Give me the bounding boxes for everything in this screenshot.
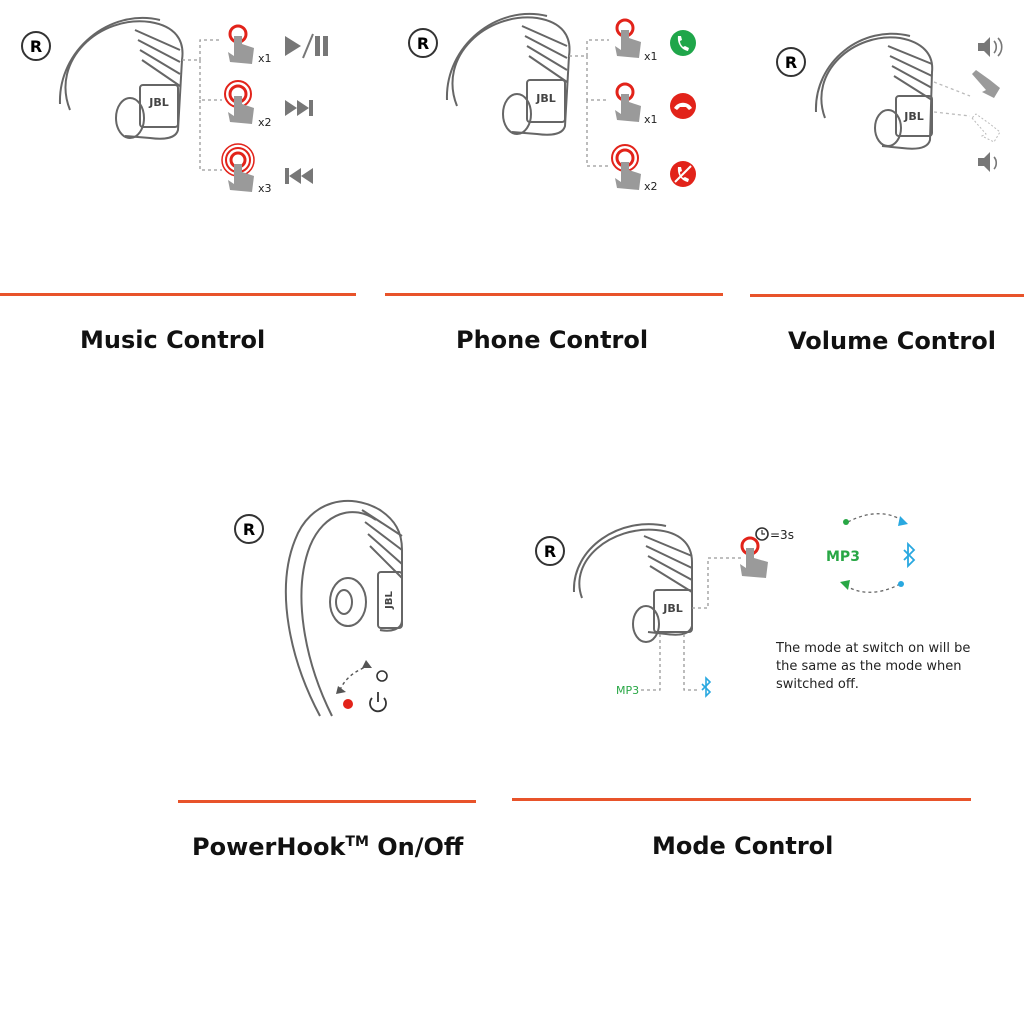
svg-text:x1: x1 bbox=[644, 50, 658, 63]
svg-text:JBL: JBL bbox=[535, 92, 556, 105]
right-side-badge: R bbox=[776, 47, 806, 77]
bluetooth-icon bbox=[903, 541, 916, 569]
svg-text:JBL: JBL bbox=[384, 591, 395, 610]
svg-text:R: R bbox=[544, 542, 556, 561]
powerhook-trademark: TM bbox=[345, 834, 369, 850]
hold-duration-label: =3s bbox=[770, 528, 794, 542]
svg-text:x1: x1 bbox=[258, 52, 272, 65]
svg-text:R: R bbox=[243, 520, 255, 539]
phone-control-panel: R JBL x1 x1 x2 bbox=[385, 0, 725, 280]
tap-twice-icon bbox=[224, 80, 254, 124]
previous-track-icon bbox=[285, 168, 313, 184]
on-position-dot bbox=[343, 699, 353, 709]
earbud-illustration bbox=[58, 17, 184, 140]
right-side-badge: R bbox=[21, 31, 51, 61]
music-control-diagram: R JBL x1 x2 x3 bbox=[21, 17, 328, 195]
tap-hold-icon bbox=[740, 536, 768, 578]
powerhook-panel: R JBL bbox=[220, 480, 440, 740]
earbud-illustration bbox=[572, 523, 693, 643]
play-pause-icon bbox=[285, 33, 328, 59]
powerhook-title: PowerHookTM On/Off bbox=[192, 833, 463, 861]
mode-mp3-label: MP3 bbox=[826, 549, 860, 565]
mode-persistence-note: The mode at switch on will be the same a… bbox=[776, 641, 971, 692]
mode-control-diagram: R JBL =3s MP3 bbox=[535, 513, 916, 698]
end-call-icon bbox=[670, 93, 696, 119]
next-track-icon bbox=[285, 100, 313, 116]
svg-text:R: R bbox=[785, 53, 797, 72]
powerhook-rule bbox=[178, 800, 476, 803]
volume-down-icon bbox=[978, 152, 998, 172]
volume-control-title: Volume Control bbox=[788, 327, 996, 355]
tap-twice-icon bbox=[611, 144, 641, 190]
powerhook-diagram: R JBL bbox=[234, 499, 403, 717]
tap-once-icon bbox=[228, 24, 254, 64]
svg-text:R: R bbox=[30, 37, 42, 56]
mp3-indicator-label: MP3 bbox=[616, 684, 639, 697]
right-side-badge: R bbox=[408, 28, 438, 58]
device-brand-label: JBL bbox=[148, 96, 169, 109]
svg-text:x2: x2 bbox=[258, 116, 272, 129]
svg-text:R: R bbox=[417, 34, 429, 53]
phone-control-rule bbox=[385, 293, 723, 296]
svg-text:x2: x2 bbox=[644, 180, 658, 193]
volume-control-panel: R JBL bbox=[750, 0, 1024, 280]
volume-up-icon bbox=[978, 37, 1003, 57]
power-icon bbox=[369, 692, 387, 713]
mode-control-rule bbox=[512, 798, 971, 801]
bluetooth-icon bbox=[701, 676, 712, 698]
svg-text:x1: x1 bbox=[644, 113, 658, 126]
tap-once-icon bbox=[615, 82, 641, 122]
music-control-panel: R JBL x1 x2 x3 bbox=[0, 0, 360, 280]
music-control-rule bbox=[0, 293, 356, 296]
phone-control-title: Phone Control bbox=[456, 326, 649, 354]
right-side-badge: R bbox=[234, 514, 264, 544]
earbud-illustration bbox=[445, 13, 571, 136]
off-position-dot bbox=[376, 670, 388, 682]
powerhook-title-main: PowerHook bbox=[192, 833, 346, 861]
phone-control-diagram: R JBL x1 x1 x2 bbox=[408, 13, 696, 193]
mode-cycle-diagram bbox=[840, 513, 908, 593]
tap-three-times-icon bbox=[221, 143, 255, 192]
music-control-title: Music Control bbox=[80, 326, 266, 354]
volume-control-rule bbox=[750, 294, 1024, 297]
volume-control-diagram: R JBL bbox=[776, 32, 1003, 172]
tap-once-icon bbox=[615, 18, 641, 58]
svg-text:JBL: JBL bbox=[662, 602, 683, 615]
powerhook-title-tail: On/Off bbox=[368, 833, 464, 861]
swipe-hand-icon bbox=[971, 70, 1001, 143]
earbud-illustration bbox=[284, 499, 403, 717]
reject-call-icon bbox=[670, 161, 696, 187]
mode-control-title: Mode Control bbox=[652, 832, 834, 860]
answer-call-icon bbox=[670, 30, 696, 56]
right-side-badge: R bbox=[535, 536, 565, 566]
earbud-illustration bbox=[814, 32, 934, 150]
svg-text:x3: x3 bbox=[258, 182, 272, 195]
clock-icon bbox=[755, 527, 769, 541]
mode-control-panel: R JBL =3s MP3 bbox=[520, 500, 980, 730]
svg-text:JBL: JBL bbox=[903, 110, 924, 123]
